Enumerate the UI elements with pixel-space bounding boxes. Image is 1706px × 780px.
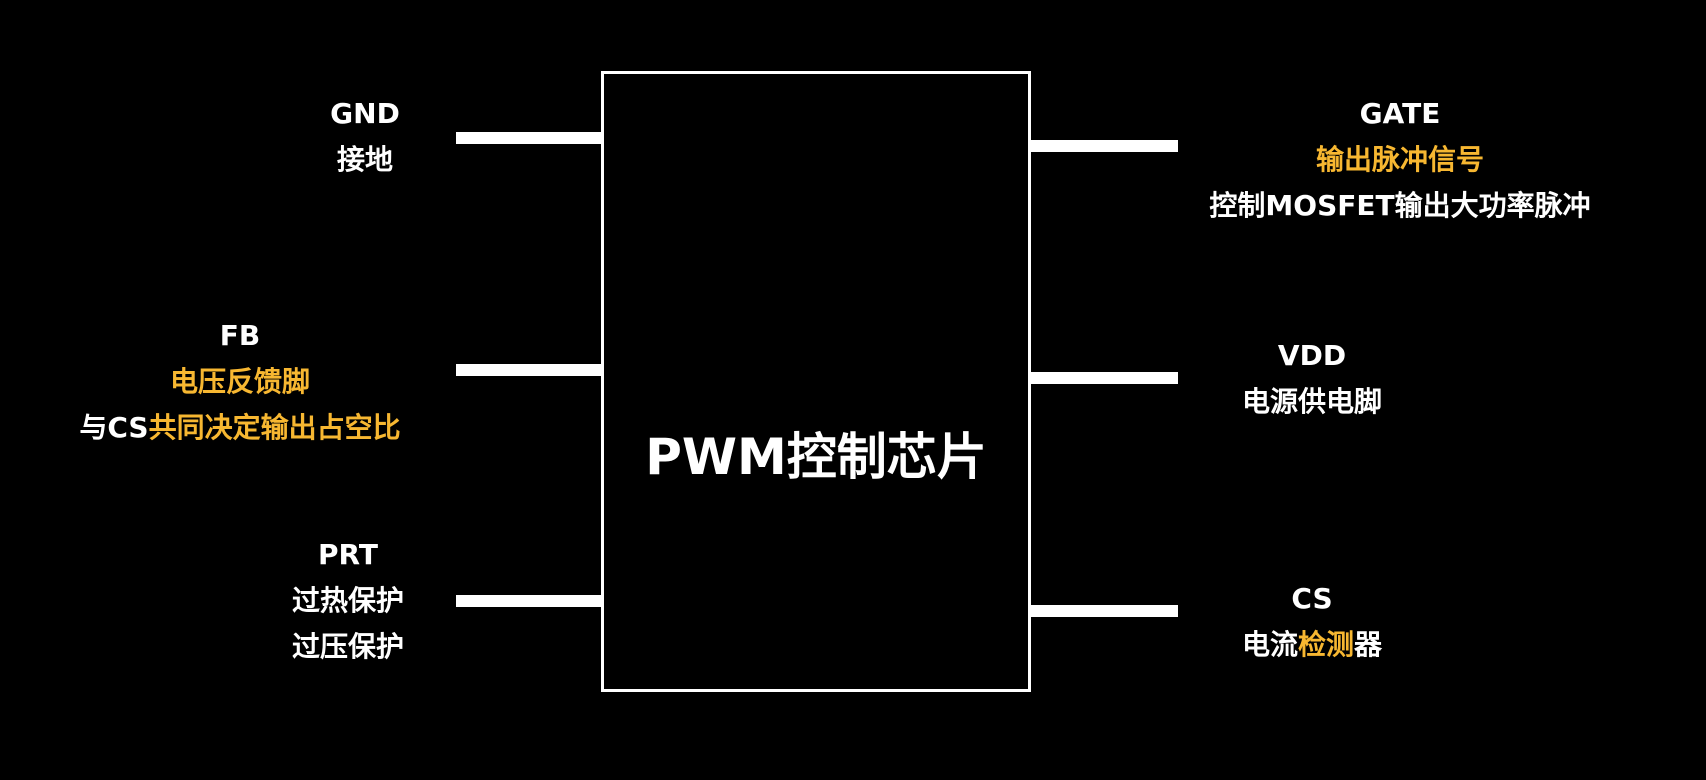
pin-note-gate: 控制MOSFET输出大功率脉冲 (1209, 189, 1591, 222)
pin-desc-gnd: 接地 (336, 143, 393, 176)
pin-line-fb (456, 364, 602, 376)
pin-name-vdd: VDD (1277, 339, 1347, 372)
pin-note-fb-prefix: 与CS (79, 411, 149, 444)
pin-label-prt: PRT 过热保护 过压保护 (258, 532, 438, 670)
pin-note-fb: 与CS共同决定输出占空比 (20, 405, 460, 451)
pin-label-fb: FB 电压反馈脚 与CS共同决定输出占空比 (20, 313, 460, 451)
pin-name-cs: CS (1291, 582, 1333, 615)
pin-name-fb: FB (219, 319, 261, 352)
pin-label-gate: GATE 输出脉冲信号 控制MOSFET输出大功率脉冲 (1160, 91, 1640, 229)
pin-name-prt: PRT (318, 538, 378, 571)
pin-label-cs: CS 电流检测器 (1212, 576, 1412, 668)
pin-line-vdd (1030, 372, 1178, 384)
pin-desc-cs: 电流检测器 (1212, 622, 1412, 668)
pin-desc-prt-1: 过热保护 (291, 584, 404, 617)
pin-label-gnd: GND 接地 (315, 91, 415, 183)
pin-desc-prt-2: 过压保护 (291, 630, 404, 663)
pin-line-prt (456, 595, 602, 607)
pin-desc-gate: 输出脉冲信号 (1315, 143, 1484, 176)
pin-line-gate (1030, 140, 1178, 152)
pwm-chip-box: PWM控制芯片 (601, 71, 1031, 692)
pin-name-gate: GATE (1359, 97, 1441, 130)
pin-line-gnd (456, 132, 602, 144)
pin-name-gnd: GND (330, 97, 400, 130)
pin-desc-vdd: 电源供电脚 (1241, 385, 1382, 418)
pin-desc-fb: 电压反馈脚 (169, 365, 310, 398)
pin-desc-cs-prefix: 电流 (1241, 628, 1298, 661)
pin-desc-cs-highlight: 检测 (1297, 628, 1354, 661)
pin-label-vdd: VDD 电源供电脚 (1212, 333, 1412, 425)
chip-title: PWM控制芯片 (645, 428, 987, 486)
pin-note-fb-rest: 共同决定输出占空比 (148, 411, 401, 444)
pin-line-cs (1030, 605, 1178, 617)
pin-desc-cs-suffix: 器 (1354, 628, 1383, 661)
